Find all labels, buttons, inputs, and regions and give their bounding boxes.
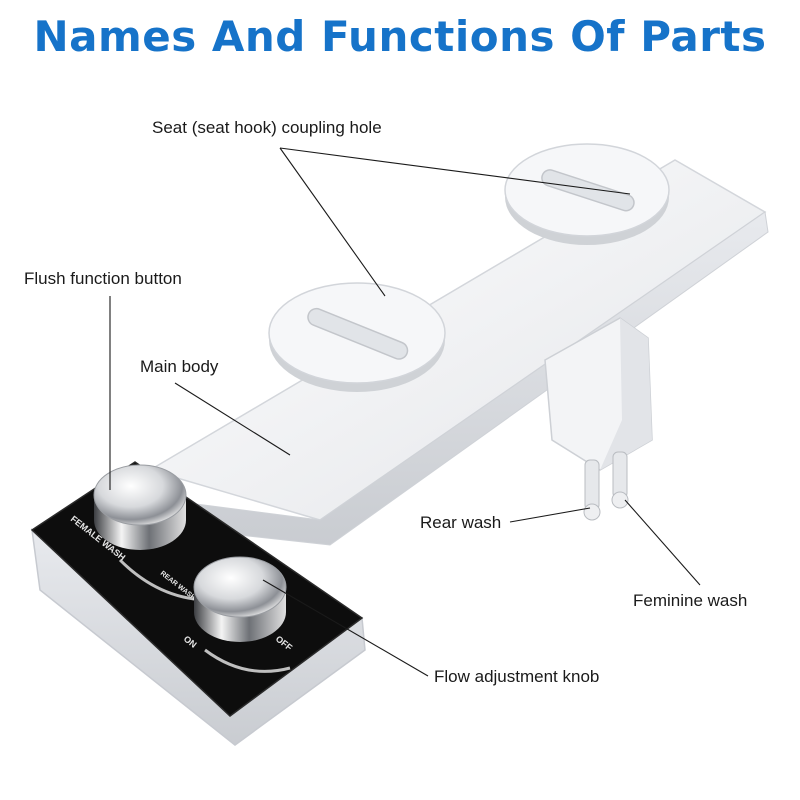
- label-feminine-wash: Feminine wash: [633, 591, 748, 610]
- leader-flow-knob: [262, 579, 429, 677]
- water-inlet-housing: [544, 317, 653, 521]
- leader-main-body: [174, 382, 291, 456]
- leader-rear-wash: [509, 507, 591, 523]
- main-body: [148, 159, 769, 546]
- front-coupling-plate: [268, 282, 446, 392]
- leader-lines: [109, 147, 701, 677]
- label-flow-knob: Flow adjustment knob: [434, 667, 600, 686]
- label-main-body: Main body: [140, 357, 219, 376]
- leader-coupling-front: [279, 147, 386, 297]
- label-rear-wash: Rear wash: [420, 513, 502, 532]
- label-flush-button: Flush function button: [24, 269, 182, 288]
- leader-feminine-wash: [624, 499, 701, 586]
- label-coupling-hole: Seat (seat hook) coupling hole: [152, 118, 382, 137]
- page-title: Names And Functions Of Parts: [33, 12, 767, 61]
- flush-function-knob[interactable]: [93, 464, 187, 550]
- flow-adjustment-knob[interactable]: [193, 556, 287, 642]
- rear-coupling-plate: [504, 143, 670, 245]
- leader-coupling-rear: [279, 147, 631, 195]
